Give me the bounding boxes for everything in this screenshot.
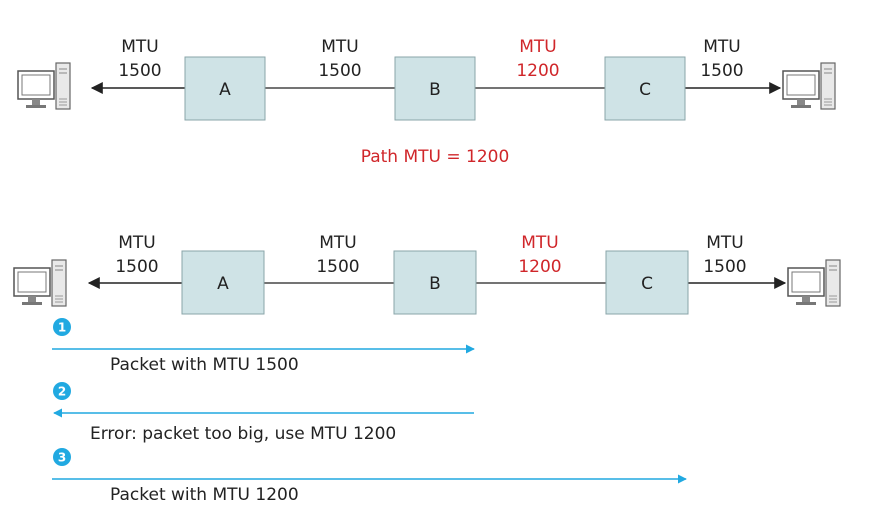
- node-label: C: [639, 80, 651, 100]
- path-mtu-label: Path MTU = 1200: [361, 147, 510, 167]
- mtu-label: MTU: [118, 233, 156, 253]
- node-box: [393, 250, 477, 315]
- mtu-label: MTU: [703, 37, 741, 57]
- step-number: 1: [58, 321, 66, 335]
- step-badge: [53, 448, 71, 466]
- node-label: C: [641, 274, 653, 294]
- mtu-value: 1500: [118, 61, 161, 81]
- step-text: Packet with MTU 1200: [110, 485, 299, 505]
- node-box: [604, 56, 686, 121]
- node-box: [181, 250, 265, 315]
- top-diagram: A B C MTU 1500 MTU 1500 MTU 1200 MTU 150…: [17, 37, 836, 167]
- node-box: [184, 56, 266, 121]
- mtu-label: MTU: [321, 37, 359, 57]
- node-label: A: [217, 274, 229, 294]
- node-box: [605, 250, 689, 315]
- mtu-value: 1200: [516, 61, 559, 81]
- step-text: Error: packet too big, use MTU 1200: [90, 424, 396, 444]
- node-label: A: [219, 80, 231, 100]
- computer-icon: [17, 62, 71, 110]
- mtu-value: 1500: [703, 257, 746, 277]
- step-text: Packet with MTU 1500: [110, 355, 299, 375]
- mtu-label: MTU: [121, 37, 159, 57]
- bottom-diagram: A B C MTU 1500 MTU 1500 MTU 1200 MTU 150…: [13, 233, 841, 505]
- step-badge: [53, 382, 71, 400]
- step-number: 3: [58, 451, 66, 465]
- node-label: B: [429, 80, 441, 100]
- computer-icon: [782, 62, 836, 110]
- mtu-value: 1500: [700, 61, 743, 81]
- computer-icon: [787, 259, 841, 307]
- mtu-label: MTU: [319, 233, 357, 253]
- node-box: [394, 56, 476, 121]
- mtu-label: MTU: [521, 233, 559, 253]
- mtu-label: MTU: [706, 233, 744, 253]
- mtu-value: 1500: [115, 257, 158, 277]
- step-badge: [53, 318, 71, 336]
- mtu-value: 1500: [316, 257, 359, 277]
- mtu-value: 1200: [518, 257, 561, 277]
- mtu-value: 1500: [318, 61, 361, 81]
- step-number: 2: [58, 385, 66, 399]
- computer-icon: [13, 259, 67, 307]
- node-label: B: [429, 274, 441, 294]
- mtu-label: MTU: [519, 37, 557, 57]
